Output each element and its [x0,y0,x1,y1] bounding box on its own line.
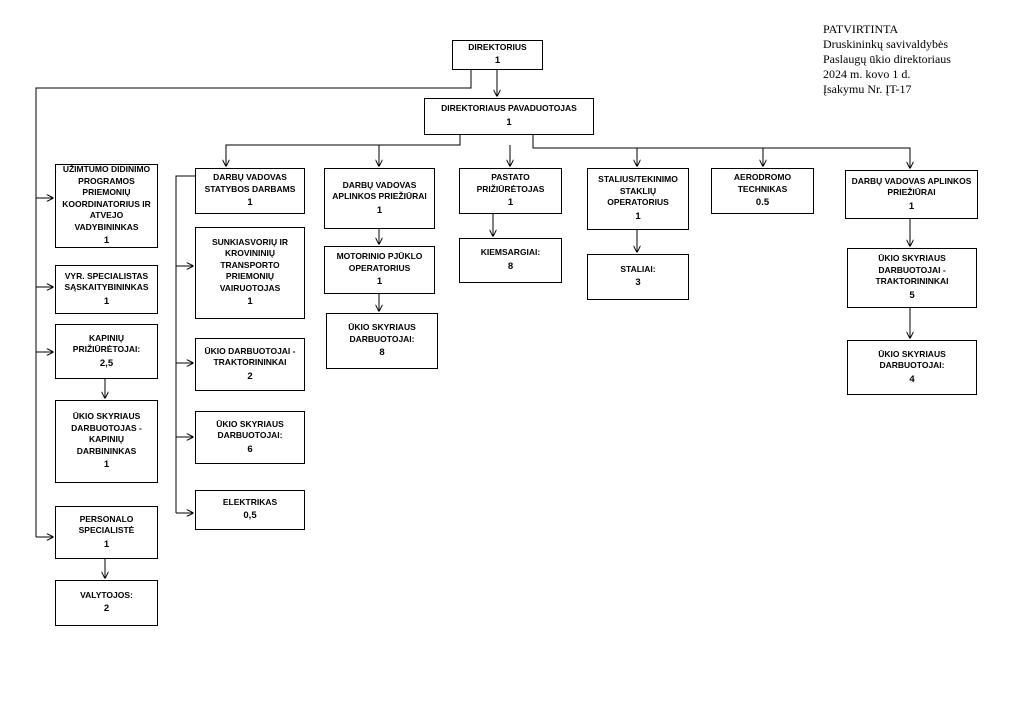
unit-heavy-drivers: SUNKIASVORIŲ IR KROVININIŲ TRANSPORTO PR… [195,227,305,319]
unit-count: 1 [103,538,110,550]
unit-dept-workers: ŪKIO SKYRIAUS DARBUOTOJAI: 6 [195,411,305,464]
unit-employment-coordinator: UŽIMTUMO DIDINIMO PROGRAMOS PRIEMONIŲ KO… [55,164,158,248]
unit-name: DIREKTORIUS [468,41,527,52]
unit-count: 1 [376,276,383,288]
unit-name: DARBŲ VADOVAS APLINKOS PRIEŽIŪRAI [851,175,972,198]
unit-count: 3 [635,277,641,289]
unit-count: 1 [103,459,110,471]
unit-name: AERODROMO TECHNIKAS [733,172,792,194]
unit-name: SUNKIASVORIŲ IR KROVININIŲ TRANSPORTO PR… [211,236,289,293]
unit-aerodrome-tech: AERODROMO TECHNIKAS 0.5 [711,168,814,214]
unit-yard-keepers: KIEMSARGIAI: 8 [459,238,562,283]
unit-count: 1 [908,200,915,212]
unit-name: STALIUS/TEKINIMO STAKLIŲ OPERATORIUS [598,174,678,208]
unit-carpenters: STALIAI: 3 [587,254,689,300]
unit-count: 0,5 [243,510,257,522]
unit-hr-specialist: PERSONALO SPECIALISTĖ 1 [55,506,158,559]
unit-building-caretaker: PASTATO PRIŽIŪRĖTOJAS 1 [459,168,562,214]
approval-line: 2024 m. kovo 1 d. [823,67,911,81]
unit-count: 2,5 [99,357,114,369]
unit-cleaners: VALYTOJOS: 2 [55,580,158,626]
approval-line: Įsakymu Nr. ĮT-17 [823,82,912,96]
unit-name: ŪKIO DARBUOTOJAI - TRAKTORININKAI [204,345,296,368]
unit-env-head: DARBŲ VADOVAS APLINKOS PRIEŽIŪRAI 1 [845,170,978,219]
approval-block: PATVIRTINTA Druskininkų savivaldybės Pas… [823,22,951,97]
unit-count: 0.5 [755,197,770,209]
unit-name: DARBŲ VADOVAS APLINKOS PRIEŽIŪRAI [332,179,427,202]
unit-name: STALIAI: [620,263,656,274]
unit-name: KAPINIŲ PRIŽIŪRĖTOJAI: [72,332,141,355]
connector [35,70,472,537]
unit-count: 5 [909,289,915,301]
unit-name: ŪKIO SKYRIAUS DARBUOTOJAI: [348,322,416,344]
unit-name: PERSONALO SPECIALISTĖ [78,513,135,536]
unit-dept-workers: ŪKIO SKYRIAUS DARBUOTOJAI: 4 [847,340,977,395]
unit-name: DARBŲ VADOVAS STATYBOS DARBAMS [204,172,296,194]
unit-env-head: DARBŲ VADOVAS APLINKOS PRIEŽIŪRAI 1 [324,168,435,229]
connector [226,135,461,166]
unit-count: 1 [376,204,383,216]
unit-cemetery-caretakers: KAPINIŲ PRIŽIŪRĖTOJAI: 2,5 [55,324,158,379]
unit-name: VALYTOJOS: [80,589,133,600]
connector [532,135,910,168]
unit-name: MOTORINIO PJŪKLO OPERATORIUS [336,251,423,273]
unit-count: 1 [494,55,501,67]
unit-count: 6 [247,443,253,455]
unit-construction-head: DARBŲ VADOVAS STATYBOS DARBAMS 1 [195,168,305,214]
unit-name: DIREKTORIAUS PAVADUOTOJAS [441,103,577,114]
unit-count: 1 [506,116,512,128]
unit-electrician: ELEKTRIKAS 0,5 [195,490,305,530]
unit-count: 1 [103,295,110,307]
unit-senior-accountant: VYR. SPECIALISTAS SĄSKAITYBININKAS 1 [55,265,158,314]
approval-line: Paslaugų ūkio direktoriaus [823,52,951,66]
unit-count: 8 [379,347,385,359]
unit-name: ŪKIO SKYRIAUS DARBUOTOJAI: [878,348,946,371]
unit-saw-operators: MOTORINIO PJŪKLO OPERATORIUS 1 [324,246,435,294]
unit-count: 1 [247,296,253,308]
unit-name: ŪKIO SKYRIAUS DARBUOTOJAI: [216,418,284,441]
unit-name: PASTATO PRIŽIŪRĖTOJAS [476,172,545,194]
unit-count: 4 [909,373,915,385]
approval-line: Druskininkų savivaldybės [823,37,948,51]
unit-name: VYR. SPECIALISTAS SĄSKAITYBININKAS [64,270,149,293]
unit-tractor-workers: ŪKIO DARBUOTOJAI - TRAKTORININKAI 2 [195,338,305,391]
unit-cemetery-workers: ŪKIO SKYRIAUS DARBUOTOJAS - KAPINIŲ DARB… [55,400,158,483]
unit-count: 8 [507,260,514,272]
connector [175,175,195,513]
unit-dept-workers: ŪKIO SKYRIAUS DARBUOTOJAI: 8 [326,313,438,369]
unit-director: DIREKTORIUS 1 [452,40,543,70]
approval-title: PATVIRTINTA [823,22,899,36]
unit-name: KIEMSARGIAI: [480,247,541,258]
unit-count: 2 [247,370,253,382]
unit-machine-operator: STALIUS/TEKINIMO STAKLIŲ OPERATORIUS 1 [587,168,689,230]
unit-count: 1 [103,235,110,246]
unit-count: 1 [247,197,253,209]
unit-name: ŪKIO SKYRIAUS DARBUOTOJAI - TRAKTORININK… [875,253,949,287]
unit-tractor-workers: ŪKIO SKYRIAUS DARBUOTOJAI - TRAKTORININK… [847,248,977,308]
unit-deputy: DIREKTORIAUS PAVADUOTOJAS 1 [424,98,594,135]
unit-name: ELEKTRIKAS [222,496,278,507]
unit-count: 1 [507,197,514,209]
unit-count: 1 [635,210,641,222]
unit-count: 2 [103,603,110,615]
unit-name: ŪKIO SKYRIAUS DARBUOTOJAS - KAPINIŲ DARB… [71,411,142,456]
unit-name: UŽIMTUMO DIDINIMO PROGRAMOS PRIEMONIŲ KO… [62,164,151,232]
